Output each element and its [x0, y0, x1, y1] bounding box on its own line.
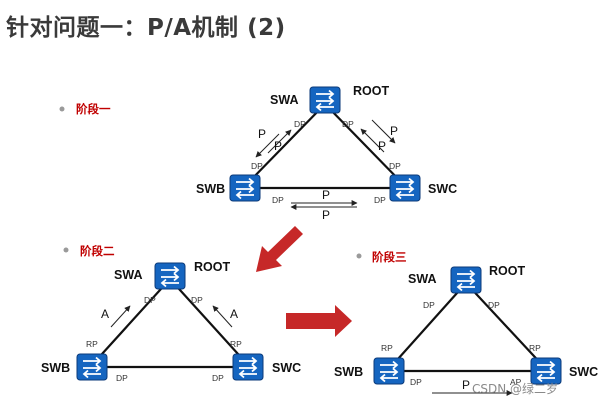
swc-switch-icon	[530, 357, 562, 385]
port-label: DP	[423, 300, 435, 310]
port-label: RP	[381, 343, 393, 353]
port-label: DP	[251, 161, 263, 171]
swb-label: SWB	[334, 365, 363, 379]
swa-switch-icon	[154, 262, 186, 290]
swb-label: SWB	[196, 182, 225, 196]
port-label: DP	[191, 295, 203, 305]
bullet-icon	[356, 253, 362, 259]
swc-label: SWC	[569, 365, 598, 379]
root-label: ROOT	[194, 260, 230, 274]
swb-switch-icon	[229, 174, 261, 202]
port-label: DP	[410, 377, 422, 387]
agreement-label: A	[101, 307, 109, 321]
swc-label: SWC	[428, 182, 457, 196]
agreement-label: A	[230, 307, 238, 321]
proposal-label: P	[258, 127, 266, 141]
stage-2: 阶段二 SWA ROOT SWB SWC DP DP RP RP DP DP A…	[41, 244, 301, 383]
stage-3-label: 阶段三	[372, 250, 407, 264]
message-arrow-icon	[371, 119, 396, 144]
port-label: DP	[389, 161, 401, 171]
link-swa-swb	[244, 103, 326, 187]
link-swa-swc	[324, 103, 406, 187]
port-label: RP	[230, 339, 242, 349]
message-arrow-icon	[267, 129, 292, 154]
page-title: 针对问题一：P/A机制 (2)	[6, 15, 286, 41]
port-label: RP	[86, 339, 98, 349]
swa-label: SWA	[114, 268, 142, 282]
link-swa-swb	[388, 282, 467, 370]
proposal-label: P	[322, 188, 330, 202]
watermark: CSDN @绿二岁	[472, 381, 558, 396]
port-label: DP	[144, 295, 156, 305]
root-label: ROOT	[489, 264, 525, 278]
port-label: DP	[294, 119, 306, 129]
swc-label: SWC	[272, 361, 301, 375]
swc-switch-icon	[232, 353, 264, 381]
bullet-icon	[59, 106, 65, 112]
swb-switch-icon	[76, 353, 108, 381]
port-label: DP	[212, 373, 224, 383]
message-arrow-icon	[360, 128, 385, 153]
message-arrow-icon	[212, 305, 233, 328]
swa-switch-icon	[309, 86, 341, 114]
transition-arrow-icon	[286, 305, 352, 337]
swa-switch-icon	[450, 266, 482, 294]
proposal-label: P	[322, 208, 330, 222]
port-label: DP	[488, 300, 500, 310]
proposal-label: P	[390, 124, 398, 138]
port-label: DP	[374, 195, 386, 205]
port-label: DP	[272, 195, 284, 205]
message-arrow-icon	[110, 305, 131, 328]
stage-1-label: 阶段一	[76, 102, 111, 116]
swc-switch-icon	[389, 174, 421, 202]
root-label: ROOT	[353, 84, 389, 98]
swb-switch-icon	[373, 357, 405, 385]
stage-2-label: 阶段二	[80, 244, 115, 258]
proposal-label: P	[274, 139, 282, 153]
message-arrow-icon	[255, 133, 280, 158]
swa-label: SWA	[270, 93, 298, 107]
swb-label: SWB	[41, 361, 70, 375]
bullet-icon	[63, 247, 69, 253]
port-label: DP	[116, 373, 128, 383]
stage-3: 阶段三 SWA ROOT SWB SWC DP DP RP RP DP AP P	[334, 250, 598, 396]
proposal-label: P	[462, 378, 470, 392]
port-label: DP	[342, 119, 354, 129]
link-swa-swc	[169, 278, 249, 366]
link-swa-swb	[91, 278, 171, 366]
link-swa-swc	[465, 282, 547, 370]
stage-1: 阶段一 SWA ROOT SWB SWC DP DP DP DP DP DP P…	[59, 84, 457, 222]
proposal-label: P	[378, 139, 386, 153]
port-label: AP	[510, 377, 522, 387]
swa-label: SWA	[408, 272, 436, 286]
port-label: RP	[529, 343, 541, 353]
transition-arrow-icon	[256, 226, 303, 272]
